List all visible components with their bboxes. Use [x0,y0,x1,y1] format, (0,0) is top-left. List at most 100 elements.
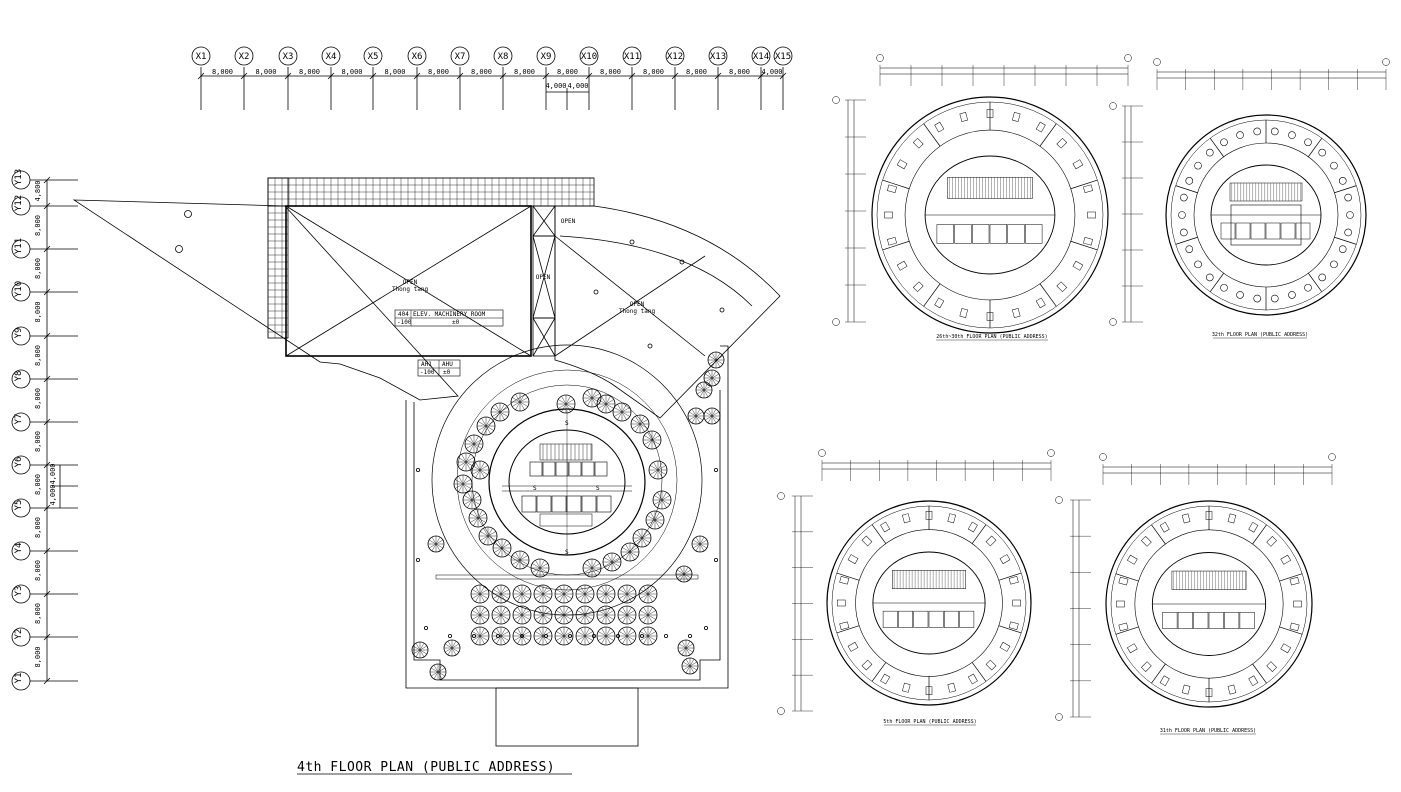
tree-branch [535,614,544,620]
grid-bubble [622,46,642,66]
tree-branch [629,551,638,557]
tree-branch [535,593,544,599]
tree-branch [559,607,565,616]
desk [1087,211,1096,219]
column-dot [184,210,192,218]
tree-branch [639,423,645,432]
core-room [1220,222,1236,240]
tree-branch [625,544,631,553]
desk [861,659,873,671]
grid-bubble-label: Y2 [14,629,24,640]
tree-branch [685,658,691,667]
grid-bubble-label: Y1 [14,673,24,684]
grid-bubble-label: X10 [581,52,597,62]
tree-branch [487,528,493,537]
core-room [913,610,929,628]
tree-branch [515,394,521,403]
tree-branch [647,593,653,602]
tree-branch [619,593,628,599]
tree-branch [637,530,643,539]
tree-branch [587,390,593,399]
tree-branch [471,499,480,505]
tree-branch [699,543,708,549]
tree-branch [481,418,487,427]
tree-branch [433,664,439,673]
dim-tick [43,590,51,598]
tree-branch [470,513,479,519]
tree-branch [584,593,590,602]
tree-branch [519,552,525,561]
main-plan-title: 4th FLOOR PLAN (PUBLIC ADDRESS) [297,760,555,775]
tree-branch [695,415,701,424]
desk [1035,121,1046,133]
tree-branch [607,554,613,563]
tree-branch [605,403,611,412]
dim-tick [542,72,550,80]
tree-branch [500,631,509,637]
tree-branch [711,377,720,383]
ahu-zero: ±0 [443,369,451,376]
speaker-symbol: S [533,485,537,492]
tree-branch [601,628,607,637]
tree-branch [501,540,507,549]
dining-table [1205,148,1214,157]
tree-branch [657,469,663,478]
dining-table [1180,228,1188,237]
tree-branch [640,593,649,599]
tree-branch [611,561,620,567]
dining-table [1304,283,1312,292]
tree-branch [532,563,541,569]
tree-branch [591,393,600,399]
tree-symbol [510,550,530,570]
tree-branch [604,557,613,563]
tree-branch [462,483,468,492]
grid-bubble-label: Y12 [14,195,24,211]
desk [1012,308,1021,318]
dim-tick [284,72,292,80]
tree-branch [535,560,541,569]
tree-symbol [645,510,665,530]
dim-tick [327,72,335,80]
radial-partition [1308,273,1323,293]
tree-branch [601,635,607,644]
tree-branch [587,567,593,576]
tree-branch [559,628,565,637]
tree-branch [605,396,611,405]
core-room [1239,611,1255,629]
dim-tick [43,677,51,685]
tree-branch [626,614,632,623]
desk [1056,137,1068,149]
tree-branch [689,661,698,667]
tree-branch [621,411,627,420]
desk [1141,661,1152,672]
tree-branch [465,454,471,463]
tree-branch [647,635,656,641]
tree-branch [626,631,635,637]
tree-branch [477,510,483,519]
desk [1293,600,1302,608]
tree-branch [699,389,705,398]
light-dot [544,634,549,639]
stair-block [892,570,966,589]
tree-branch [584,567,593,573]
plan-title-5: 5th FLOOR PLAN (PUBLIC ADDRESS) [883,719,976,725]
core-room [1224,611,1240,629]
core-room [1193,611,1209,629]
tree-branch [500,593,509,599]
light-dot [664,634,669,639]
dim-tick [456,72,464,80]
tree-branch [626,610,635,616]
tree-branch [635,416,641,425]
circular-core [431,344,703,616]
radial-partition [1209,273,1224,293]
grid-bubble [708,46,728,66]
grid-bubble [876,54,884,62]
tree-branch [512,397,521,403]
tree-branch [584,614,590,623]
tree-branch [500,593,506,602]
grid-bubble-label: Y13 [14,169,24,185]
grid-bubble-label: Y7 [14,414,24,425]
tree-branch [682,661,691,667]
tree-symbol [703,407,721,425]
desk [1227,513,1237,524]
